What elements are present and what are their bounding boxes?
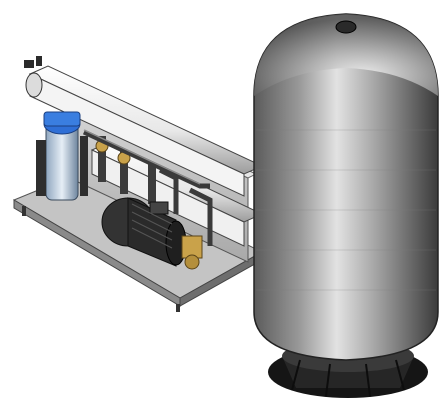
gauge-posts [95, 136, 156, 204]
piping [82, 129, 213, 246]
filter-housing [36, 111, 88, 201]
piping-highlight [83, 129, 201, 185]
pump-motor [101, 197, 203, 270]
pressure-tank [253, 13, 439, 361]
